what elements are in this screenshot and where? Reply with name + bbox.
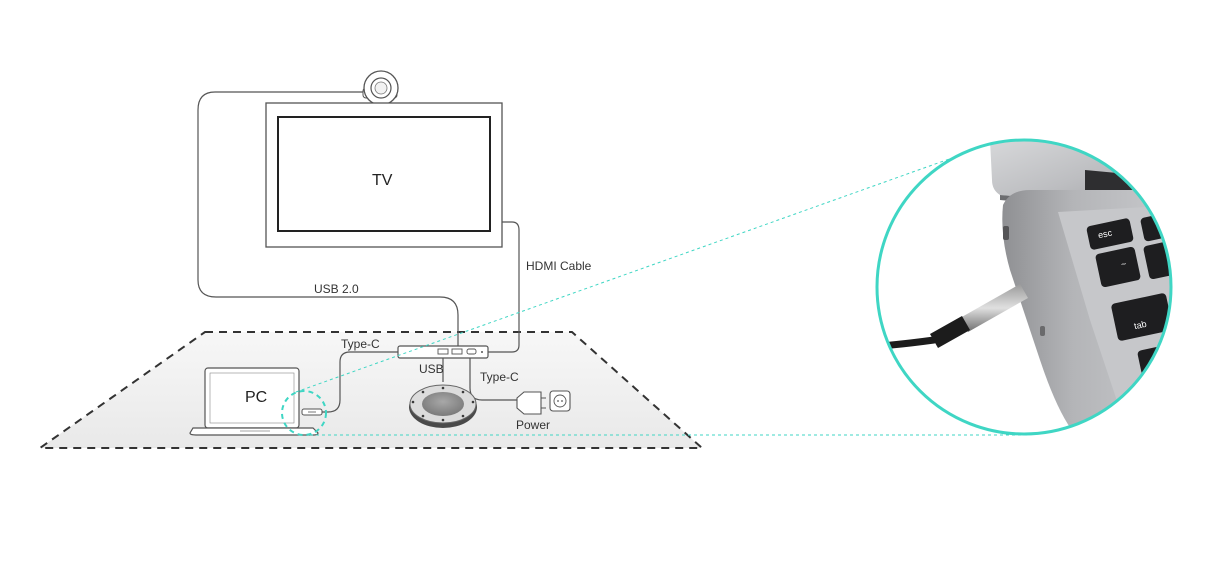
speakerphone-icon xyxy=(409,384,477,428)
magnifier-circle-icon xyxy=(875,138,1173,436)
usb-2-0-label: USB 2.0 xyxy=(314,282,359,296)
usb-label: USB xyxy=(419,362,444,376)
power-adapter-icon xyxy=(516,391,546,415)
usb-2-0-cable xyxy=(197,91,459,350)
tv-label: TV xyxy=(372,172,393,189)
hdmi-cable-label: HDMI Cable xyxy=(526,259,592,273)
wall-socket-icon xyxy=(549,390,571,412)
pc-label: PC xyxy=(245,389,268,406)
usb-hub-icon xyxy=(397,345,489,359)
camera-icon xyxy=(362,70,399,106)
laptop-icon xyxy=(189,367,323,436)
zoom-guide-line-top xyxy=(295,157,953,393)
type-c-power-label: Type-C xyxy=(480,370,519,384)
tv-icon xyxy=(265,102,503,248)
port-highlight-circle xyxy=(281,390,327,436)
type-c-hub-cable xyxy=(322,351,398,413)
type-c-hub-label: Type-C xyxy=(341,337,380,351)
power-label: Power xyxy=(516,418,551,432)
hdmi-cable xyxy=(488,221,520,353)
